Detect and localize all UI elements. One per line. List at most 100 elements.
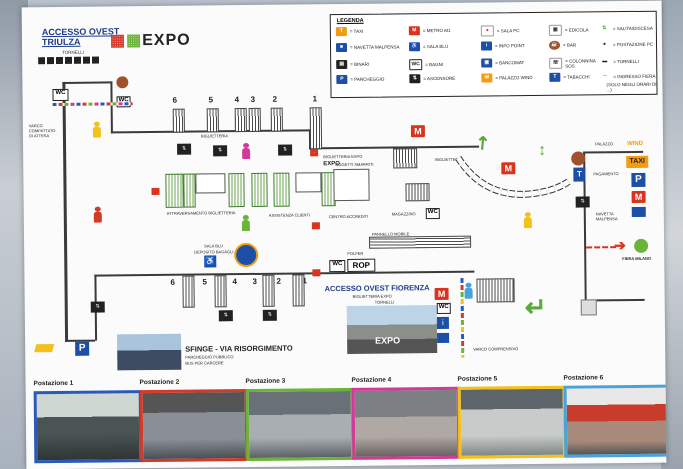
wall-east-top — [583, 150, 644, 154]
edicola-icon-map — [580, 299, 597, 316]
exit-marker: → — [310, 149, 319, 157]
sfinge-sub1: PARCHEGGIO PUBBLICO — [185, 354, 234, 360]
postazione-5-marker — [523, 212, 532, 229]
navetta-badge-right — [631, 206, 646, 217]
metro-stairs-2 — [405, 183, 430, 202]
bagni-icon: WC — [409, 59, 423, 71]
legend-item-salita: ⇅= SALITA/DISCESA — [598, 24, 653, 34]
oggetti-smarriti-box — [333, 168, 370, 202]
oggetti-smarriti-label: OGGETTI SMARRITI — [335, 161, 374, 168]
parking-badge-right: P — [631, 172, 646, 187]
red-marker — [311, 222, 320, 230]
wc-east: WC — [436, 302, 451, 315]
tabacchi-badge: T — [573, 167, 586, 182]
elevator-icon: ⇅ — [262, 309, 277, 321]
binario-2-label: 2 — [272, 94, 278, 104]
salita-discesa-icon: ⇅ — [598, 24, 610, 34]
east-stairs — [476, 278, 515, 303]
postazione-3-marker — [241, 214, 250, 232]
legend-item-binari: ▤= BINARI — [336, 59, 369, 70]
green-arrow-down-left: ↵ — [524, 291, 547, 323]
background-right-wall — [661, 0, 683, 469]
stairs-binario-4 — [234, 108, 247, 133]
binario-5-label: 5 — [208, 95, 214, 105]
ingresso-fiera-icon: ─ — [599, 72, 611, 82]
wc-polfer: WC — [329, 259, 346, 273]
postazione-2-marker — [93, 206, 102, 223]
elevator-icon: ⇅ — [177, 143, 192, 155]
legend-item-tornelli: ▬= TORNELLI — [599, 57, 639, 67]
legend-item-navetta: ■= NAVETTA MALPENSA — [335, 42, 401, 53]
binario-4-lower: 4 — [232, 277, 237, 287]
biglietteria-label-1: BIGLIETTERIA — [200, 133, 229, 139]
stairs-binario-2 — [270, 107, 283, 132]
east-access-photo — [346, 305, 438, 354]
info-point-icon: i — [480, 41, 493, 51]
bancomat-icon-map — [437, 332, 450, 344]
elevator-icon: ⇅ — [278, 144, 293, 156]
bar-icon-map — [116, 76, 129, 89]
polfer-label: POLFER — [347, 250, 364, 256]
west-access-title: ACCESSO OVEST TRIULZA — [41, 26, 120, 48]
sfinge-photo — [117, 333, 182, 371]
sfinge-sub2: BUS PER CARCERE — [185, 360, 224, 366]
postazione-6-marker — [464, 282, 473, 299]
metro-stairs — [393, 148, 418, 169]
binario-6-label: 6 — [172, 95, 178, 105]
postazione-4-marker — [242, 142, 251, 160]
legend-title: LEGENDA — [336, 17, 364, 25]
binari-icon: ▤ — [336, 59, 348, 70]
palazzo-wind-icon: W — [481, 73, 493, 83]
postazione-5-photo — [457, 385, 567, 459]
binario-5-lower: 5 — [202, 277, 207, 287]
wall-bottom — [94, 270, 475, 277]
postazione-2-photo — [139, 389, 249, 463]
postazione-3-label: Postazione 3 — [245, 377, 286, 386]
sala-blu-icon-map: ♿ — [204, 255, 217, 268]
legend-item-colonnina: ☏= COLONNINA SOS — [549, 57, 599, 69]
binario-4-label: 4 — [234, 95, 240, 105]
info-box — [295, 172, 322, 193]
red-marker — [151, 187, 160, 196]
turnstiles-top — [38, 56, 101, 65]
binario-3-lower: 3 — [252, 276, 257, 286]
stairs-binario-1 — [309, 107, 323, 150]
attraversamento-label: ATTRAVERSAMENTO BIGLIETTERIA — [166, 210, 236, 216]
arrow-right-icon: ➔ — [614, 237, 626, 254]
elevator-icon: ⇅ — [90, 301, 105, 313]
pagamento-label: PAGAMENTO — [593, 171, 619, 177]
sala-blu-icon: ♿ — [408, 42, 421, 52]
elevator-icon: ⇅ — [575, 196, 590, 208]
east-tornelli: TORNELLI — [374, 299, 395, 305]
postazione-1-label: Postazione 1 — [33, 379, 74, 388]
navetta-icon: ■ — [335, 42, 348, 53]
centro-accrediti-label: CENTRO ACCREDITI — [328, 213, 369, 220]
postazione-1-marker — [92, 121, 101, 138]
legend-item-bancomat: ▣= BANCOMAT — [481, 58, 524, 68]
stairs-lower-6 — [182, 275, 195, 308]
curved-corridor — [455, 155, 571, 198]
biglietteria-expo-label: BIGLIETTERIA EXPO — [323, 153, 363, 160]
postazione-pc-icon: ● — [598, 40, 611, 50]
postazione-1-photo — [33, 390, 143, 464]
ingresso-fiera-dash — [586, 246, 617, 251]
stairs-lower-3 — [262, 274, 275, 307]
legend-item-edicola: ▦= EDICOLA — [548, 24, 589, 36]
parking-icon: P — [336, 74, 348, 85]
legend-item-ingresso: ─= INGRESSO FIERA — [599, 72, 656, 82]
bar-icon: ☕ — [548, 40, 561, 50]
stairs-binario-3 — [248, 107, 261, 132]
parking-badge-left: P — [75, 341, 90, 356]
stairs-binario-5 — [206, 108, 219, 133]
legend-item-bar: ☕= BAR — [548, 40, 576, 50]
fiera-logo — [634, 238, 649, 253]
stairs-mid-3 — [228, 173, 245, 208]
ticket-box — [195, 173, 226, 194]
postazione-6-label: Postazione 6 — [563, 374, 604, 382]
sfinge-title: SFINGE - VIA RISORGIMENTO — [185, 343, 293, 354]
navetta-label: NAVETTA MALPENSA — [595, 211, 618, 222]
expo-logo-east: EXPO — [375, 335, 401, 346]
tornelli-icon: ▬ — [599, 57, 611, 67]
metro-icon: M — [408, 26, 420, 36]
varco-comprensivo-label: VARCO COMPRENSIVO — [473, 346, 519, 352]
